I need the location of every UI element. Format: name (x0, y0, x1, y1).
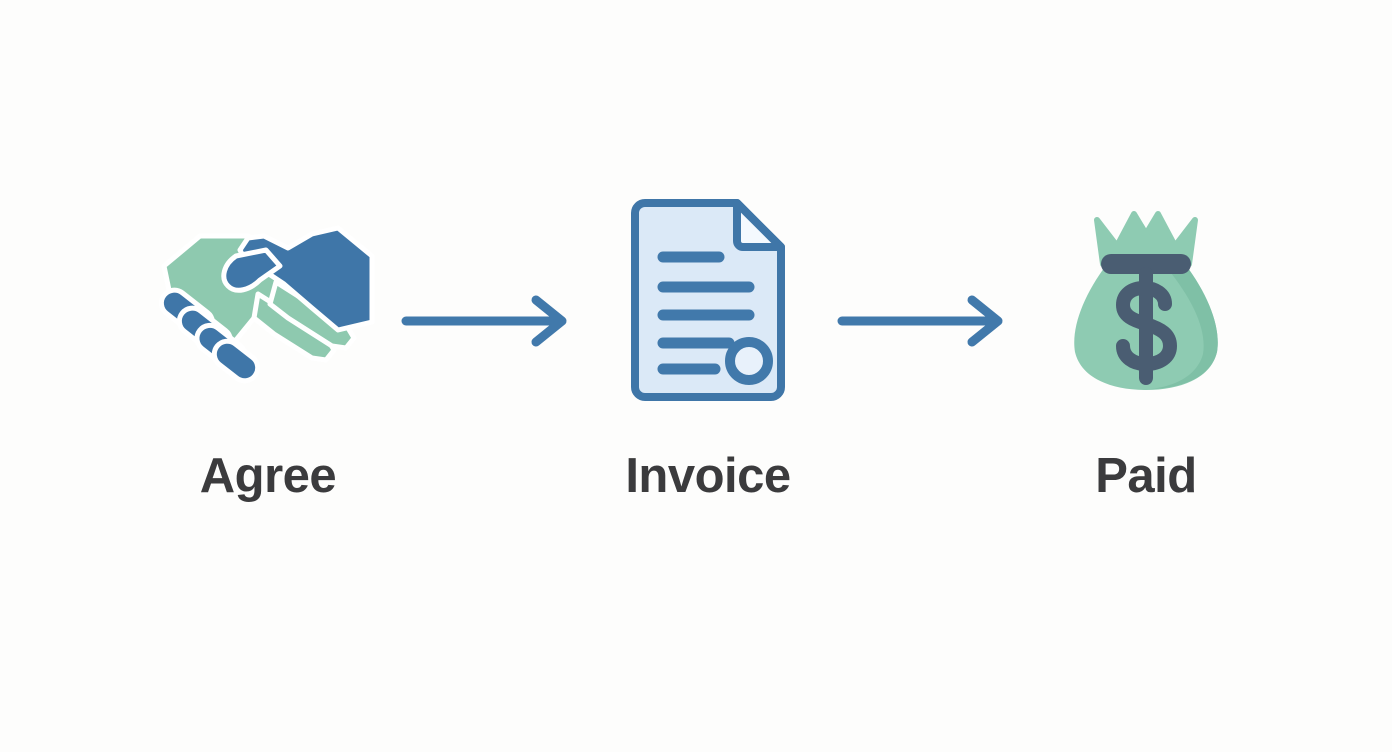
dollar-symbol (1116, 267, 1177, 385)
flow-step-invoice: Invoice (558, 190, 858, 520)
arrow-right-icon (836, 292, 1016, 350)
document-invoice-icon (593, 190, 823, 410)
arrow-right-icon (400, 292, 580, 350)
money-bag-tie (1101, 254, 1191, 274)
money-bag-icon (1031, 190, 1261, 410)
document-seal-icon (725, 337, 773, 385)
flow-step-label-paid: Paid (1095, 449, 1197, 503)
handshake-icon (153, 190, 383, 410)
flow-step-agree: Agree (118, 190, 418, 520)
flow-step-label-agree: Agree (199, 449, 337, 503)
flow-step-paid: Paid (996, 190, 1296, 520)
flow-step-label-invoice: Invoice (625, 449, 791, 503)
document-text-lines (657, 251, 755, 375)
